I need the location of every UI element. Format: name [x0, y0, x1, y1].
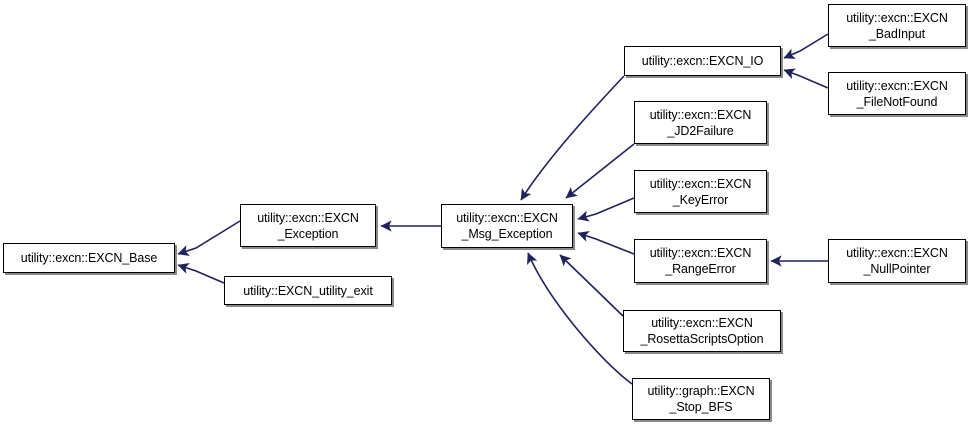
class-node-label: utility::excn::EXCN _RosettaScriptsOptio… — [640, 316, 764, 346]
inheritance-edge-excn_jd2failure-to-excn_msg_exception — [565, 143, 635, 199]
class-node-excn_nullpointer[interactable]: utility::excn::EXCN _NullPointer — [828, 239, 966, 283]
inheritance-edge-excn_io-to-excn_msg_exception — [520, 75, 625, 201]
class-node-excn_keyerror[interactable]: utility::excn::EXCN _KeyError — [634, 170, 767, 213]
inheritance-edge-excn_keyerror-to-excn_msg_exception — [577, 197, 635, 222]
class-node-label: utility::excn::EXCN _BadInput — [846, 10, 948, 41]
class-node-excn_exception[interactable]: utility::excn::EXCN _Exception — [240, 204, 376, 247]
class-node-label: utility::excn::EXCN _Exception — [257, 210, 359, 241]
class-node-excn_base[interactable]: utility::excn::EXCN_Base — [3, 243, 175, 273]
class-node-excn_badinput[interactable]: utility::excn::EXCN _BadInput — [828, 4, 966, 47]
class-node-label: utility::excn::EXCN _JD2Failure — [649, 107, 752, 138]
inheritance-edge-excn_rangeerror-to-excn_msg_exception — [577, 231, 635, 255]
inheritance-edge-excn_stop_bfs-to-excn_msg_exception — [527, 252, 633, 385]
class-node-excn_io[interactable]: utility::excn::EXCN_IO — [624, 46, 781, 76]
class-node-label: utility::excn::EXCN _NullPointer — [846, 246, 948, 276]
class-node-label: utility::excn::EXCN_IO — [641, 54, 764, 68]
class-node-excn_stop_bfs[interactable]: utility::graph::EXCN _Stop_BFS — [632, 378, 770, 420]
class-node-excn_msg_exception[interactable]: utility::excn::EXCN _Msg_Exception — [441, 204, 573, 248]
class-node-label: utility::EXCN_utility_exit — [243, 283, 373, 298]
inheritance-edge-excn_badinput-to-excn_io — [783, 33, 829, 59]
class-node-excn_filenotfound[interactable]: utility::excn::EXCN _FileNotFound — [828, 72, 966, 115]
class-node-label: utility::excn::EXCN _KeyError — [649, 176, 752, 207]
class-node-label: utility::excn::EXCN_Base — [20, 251, 158, 265]
class-node-excn_rosettascriptsoption[interactable]: utility::excn::EXCN _RosettaScriptsOptio… — [623, 310, 781, 352]
inheritance-edge-excn_exception-to-excn_base — [177, 220, 241, 256]
inheritance-edge-excn_rosettascriptsoption-to-excn_msg_exception — [559, 254, 624, 317]
class-node-label: utility::excn::EXCN _FileNotFound — [846, 78, 948, 109]
class-node-excn_jd2failure[interactable]: utility::excn::EXCN _JD2Failure — [634, 101, 767, 144]
class-node-label: utility::excn::EXCN _Msg_Exception — [456, 211, 558, 241]
inheritance-edge-excn_filenotfound-to-excn_io — [783, 68, 829, 89]
class-node-label: utility::graph::EXCN _Stop_BFS — [647, 384, 755, 414]
class-node-label: utility::excn::EXCN _RangeError — [649, 246, 752, 276]
class-node-excn_utility_exit[interactable]: utility::EXCN_utility_exit — [224, 276, 392, 305]
class-node-excn_rangeerror[interactable]: utility::excn::EXCN _RangeError — [634, 239, 767, 283]
inheritance-edge-excn_utility_exit-to-excn_base — [177, 263, 225, 284]
